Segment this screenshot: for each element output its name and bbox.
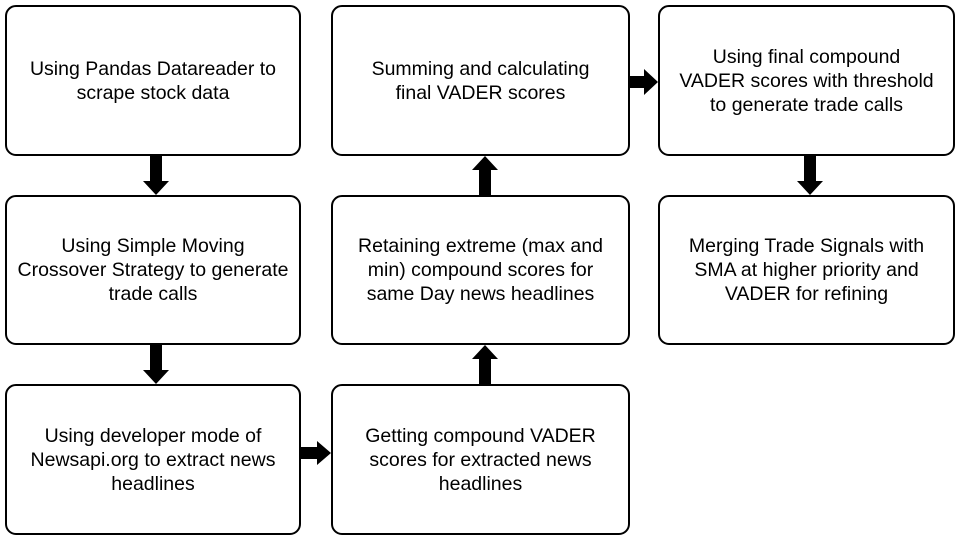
arrow-down-icon xyxy=(143,345,169,384)
step-threshold-trade-calls: Using final compound VADER scores with t… xyxy=(658,5,955,156)
step-sum-final-vader: Summing and calculating final VADER scor… xyxy=(331,5,630,156)
arrow-up-icon xyxy=(472,156,498,195)
arrow-down-icon xyxy=(143,156,169,195)
step-sma-crossover: Using Simple Moving Crossover Strategy t… xyxy=(5,195,301,345)
step-label: Getting compound VADER scores for extrac… xyxy=(365,424,596,495)
step-merge-trade-signals: Merging Trade Signals with SMA at higher… xyxy=(658,195,955,345)
step-label: Summing and calculating final VADER scor… xyxy=(371,57,590,104)
step-label: Using Simple Moving Crossover Strategy t… xyxy=(17,235,289,305)
arrow-right-icon xyxy=(301,441,331,465)
step-label: Retaining extreme (max and min) compound… xyxy=(358,235,603,305)
step-label: Using final compound VADER scores with t… xyxy=(679,45,934,116)
step-scrape-stock-data: Using Pandas Datareader to scrape stock … xyxy=(5,5,301,156)
step-label: Using developer mode of Newsapi.org to e… xyxy=(30,424,276,495)
arrow-right-icon xyxy=(630,69,658,95)
arrow-down-icon xyxy=(797,156,823,195)
step-retain-extreme-scores: Retaining extreme (max and min) compound… xyxy=(331,195,630,345)
step-compound-vader-scores: Getting compound VADER scores for extrac… xyxy=(331,384,630,535)
step-label: Merging Trade Signals with SMA at higher… xyxy=(688,235,925,305)
arrow-up-icon xyxy=(472,345,498,384)
step-label: Using Pandas Datareader to scrape stock … xyxy=(29,57,277,104)
step-newsapi-extract: Using developer mode of Newsapi.org to e… xyxy=(5,384,301,535)
